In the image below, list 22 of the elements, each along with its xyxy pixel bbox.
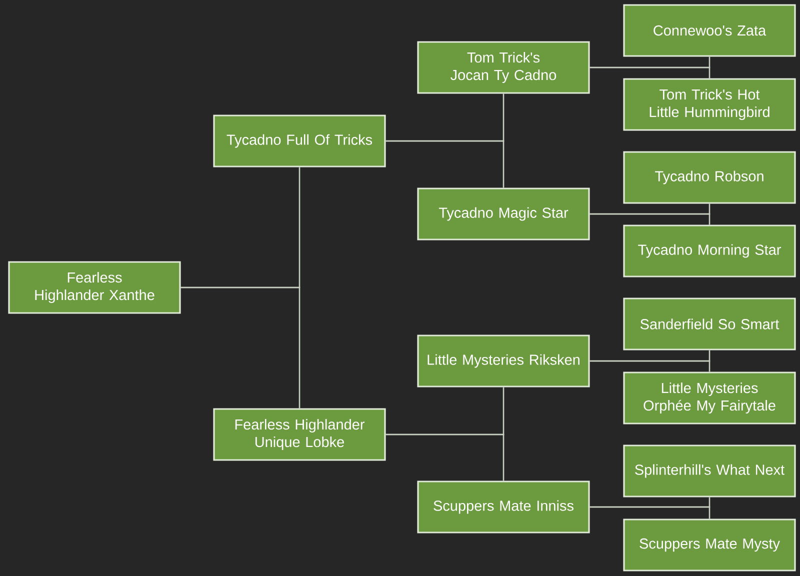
pedigree-box: Tom Trick's Hot Little Hummingbird (623, 78, 796, 131)
pedigree-box: Tom Trick's Jocan Ty Cadno (417, 41, 590, 94)
pedigree-box: Tycadno Magic Star (417, 188, 590, 240)
pedigree-box: Connewoo's Zata (623, 4, 796, 57)
pedigree-box: Little Mysteries Riksken (417, 334, 590, 388)
pedigree-box: Fearless Highlander Unique Lobke (213, 408, 386, 461)
pedigree-box: Scuppers Mate Mysty (623, 518, 796, 572)
pedigree-box: Tycadno Morning Star (623, 224, 796, 278)
connector-line (590, 360, 710, 372)
connector-line (386, 434, 504, 481)
pedigree-box: Scuppers Mate Inniss (417, 480, 590, 534)
connector-line (590, 66, 710, 78)
pedigree-box: Tycadno Full Of Tricks (213, 114, 386, 168)
pedigree-box: Little Mysteries Orphée My Fairytale (623, 372, 796, 424)
connector-line (180, 286, 300, 408)
connector-line (590, 506, 710, 519)
connector-line (386, 140, 504, 188)
pedigree-box: Splinterhill's What Next (623, 444, 796, 498)
pedigree-box: Sanderfield So Smart (623, 298, 796, 350)
connector-line (590, 213, 710, 225)
pedigree-box: Fearless Highlander Xanthe (8, 261, 181, 314)
pedigree-box: Tycadno Robson (623, 151, 796, 204)
